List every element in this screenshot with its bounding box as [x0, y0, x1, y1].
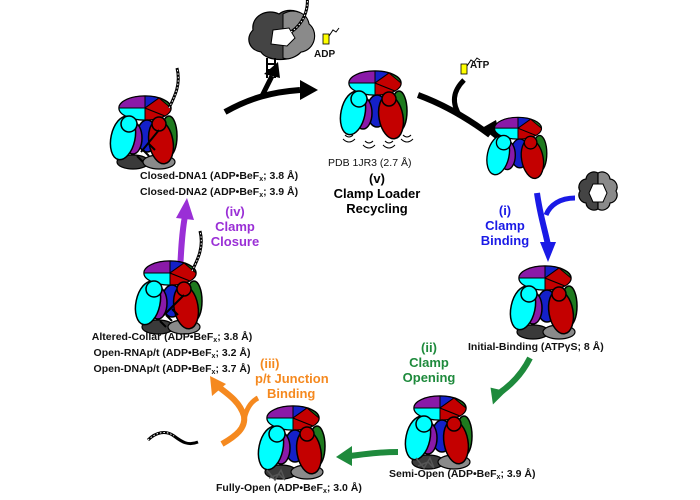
- loader-initial-binding: [505, 265, 578, 340]
- semi-open-tail: ; 3.9 Å): [500, 468, 536, 480]
- open-dnapt-sub: x: [211, 369, 216, 376]
- step-v-numeral: (v): [369, 171, 385, 186]
- open-rnapt-label: Open-RNAp/t (ADP•BeFx; 3.2 Å): [82, 347, 262, 363]
- step-ii-line1: Clamp: [409, 355, 449, 370]
- step-ii-numeral: (ii): [421, 340, 437, 355]
- altered-collar-tail: ; 3.8 Å): [217, 331, 253, 343]
- open-rnapt-sub: x: [211, 353, 216, 360]
- closed-dna2-name: Closed-DNA2 (ADP•BeF: [140, 186, 260, 198]
- loader-semi-open: [400, 395, 473, 470]
- step-v-label: (v) Clamp Loader Recycling: [322, 171, 432, 216]
- step-v-line2: Recycling: [346, 201, 408, 216]
- fully-open-name: Fully-Open (ADP•BeF: [216, 482, 323, 494]
- open-rnapt-tail: ; 3.2 Å): [215, 347, 251, 359]
- adp-molecule-icon: [322, 27, 340, 45]
- semi-open-sub: x: [496, 474, 501, 481]
- closed-dna1-name: Closed-DNA1 (ADP•BeF: [140, 170, 260, 182]
- step-iii-line1: p/t Junction: [255, 371, 329, 386]
- closed-dna2-sub: x: [259, 192, 264, 199]
- initial-binding-label: Initial-Binding (ATPγS; 8 Å): [468, 341, 604, 353]
- pdb-1jr3-label: PDB 1JR3 (2.7 Å): [328, 157, 412, 169]
- open-dnapt-label: Open-DNAp/t (ADP•BeFx; 3.7 Å): [82, 363, 262, 379]
- arrow-clamp-opening: [490, 356, 533, 405]
- closed-dna1-sub: x: [259, 176, 264, 183]
- arrow-to-fully-open: [336, 446, 399, 466]
- arrow-clamp-binding: [534, 192, 576, 262]
- closed-dna2-label: Closed-DNA2 (ADP•BeFx; 3.9 Å): [140, 186, 320, 202]
- pcna-clamp-ring: [578, 171, 618, 211]
- step-i-line1: Clamp: [485, 218, 525, 233]
- open-dnapt-name: Open-DNAp/t (ADP•BeF: [93, 363, 212, 375]
- open-pt-labels: Altered-Collar (ADP•BeFx; 3.8 Å) Open-RN…: [82, 331, 262, 379]
- loader-closed-dna: [105, 66, 180, 170]
- loader-1jr3: [335, 70, 414, 149]
- step-iv-line1: Clamp: [215, 219, 255, 234]
- loader-fully-open: [253, 405, 326, 482]
- semi-open-label: Semi-Open (ADP•BeFx; 3.9 Å): [389, 468, 535, 484]
- atp-molecule-icon: [460, 57, 481, 75]
- fully-open-label: Fully-Open (ADP•BeFx; 3.0 Å): [216, 482, 362, 498]
- adp-label: ADP: [314, 49, 336, 60]
- step-iii-label: (iii) p/t Junction Binding: [255, 356, 355, 401]
- fully-open-tail: ; 3.0 Å): [326, 482, 362, 494]
- step-ii-label: (ii) Clamp Opening: [398, 340, 460, 385]
- released-clamp-dna: [248, 0, 316, 78]
- closed-dna2-tail: ; 3.9 Å): [263, 186, 299, 198]
- arrow-pt-junction-binding: [210, 376, 260, 447]
- atp-label: ATP: [470, 60, 490, 71]
- step-i-label: (i) Clamp Binding: [470, 203, 540, 248]
- altered-collar-label: Altered-Collar (ADP•BeFx; 3.8 Å): [82, 331, 262, 347]
- closed-dna1-label: Closed-DNA1 (ADP•BeFx; 3.8 Å): [140, 170, 320, 186]
- closed-dna-labels: Closed-DNA1 (ADP•BeFx; 3.8 Å) Closed-DNA…: [140, 170, 320, 202]
- open-rnapt-name: Open-RNAp/t (ADP•BeF: [93, 347, 212, 359]
- step-iii-numeral: (iii): [260, 356, 280, 371]
- open-dnapt-tail: ; 3.7 Å): [215, 363, 251, 375]
- loader-open-pt: [130, 229, 203, 335]
- step-i-numeral: (i): [498, 203, 512, 218]
- step-iv-numeral: (iv): [225, 204, 245, 219]
- step-v-line1: Clamp Loader: [333, 186, 421, 201]
- primer-template-dna: [146, 431, 199, 446]
- altered-collar-name: Altered-Collar (ADP•BeF: [91, 331, 214, 343]
- altered-collar-sub: x: [213, 337, 218, 344]
- fully-open-sub: x: [322, 488, 327, 495]
- step-i-line2: Binding: [480, 233, 530, 248]
- step-iv-label: (iv) Clamp Closure: [205, 204, 265, 249]
- step-ii-line2: Opening: [402, 370, 456, 385]
- arrow-atp-binding: [416, 78, 502, 144]
- step-iii-line2: Binding: [267, 386, 316, 401]
- closed-dna1-tail: ; 3.8 Å): [263, 170, 299, 182]
- step-iv-line2: Closure: [210, 234, 260, 249]
- semi-open-name: Semi-Open (ADP•BeF: [389, 468, 497, 480]
